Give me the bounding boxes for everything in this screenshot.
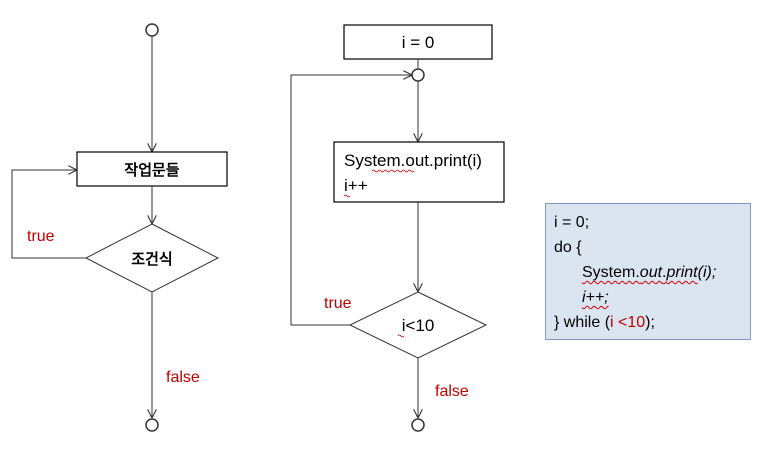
code-print-part: . (662, 264, 667, 281)
middle-init-label: i = 0 (402, 33, 435, 52)
code-line-increment: i++; (554, 285, 750, 310)
code-line-while: } while (i <10); (554, 310, 750, 335)
left-false-label: false (166, 369, 200, 386)
middle-body-line2: i++ (344, 176, 368, 195)
spellcheck-squiggle (397, 334, 405, 338)
code-print-part: print (666, 264, 698, 281)
middle-body-line1: System.out.print(i) (344, 151, 482, 170)
middle-loop-back-arrow (290, 75, 412, 326)
left-start-node (145, 23, 159, 37)
code-line-do: do { (554, 239, 582, 256)
code-line-print: System.out.print(i); (554, 260, 750, 285)
code-while-condition: i <10 (610, 314, 646, 331)
left-true-label: true (27, 228, 55, 245)
left-statements-label: 작업문들 (124, 161, 179, 179)
code-snippet-box: i = 0; do { System.out.print(i); i++; } … (545, 203, 751, 340)
spellcheck-squiggle (371, 169, 415, 173)
code-print-part: System. (582, 264, 640, 281)
code-line-init: i = 0; (554, 214, 590, 231)
middle-true-label: true (324, 295, 352, 312)
code-print-part: ( (697, 264, 703, 281)
code-while-part: ); (645, 314, 655, 331)
middle-init-box (343, 24, 493, 60)
left-end-node (145, 418, 159, 432)
code-print-part: i (702, 264, 707, 281)
left-statements-box (76, 151, 228, 187)
left-condition-label: 조건식 (131, 250, 172, 268)
middle-flowchart: i = 0 System.out.print(i) i++ i<10 true … (290, 24, 505, 432)
code-print-part: out (639, 264, 663, 281)
code-increment-text: i++; (582, 289, 609, 306)
middle-false-label: false (435, 383, 469, 400)
left-loop-back-arrow (11, 170, 86, 259)
middle-condition-label: i<10 (402, 316, 435, 335)
spellcheck-squiggle (343, 194, 351, 198)
middle-body-box (333, 141, 505, 203)
code-print-part: ); (706, 264, 717, 281)
middle-end-node (411, 418, 425, 432)
left-flowchart: 작업문들 조건식 true false (11, 23, 228, 432)
middle-junction-node (411, 68, 425, 82)
code-while-part: } while ( (554, 314, 611, 331)
